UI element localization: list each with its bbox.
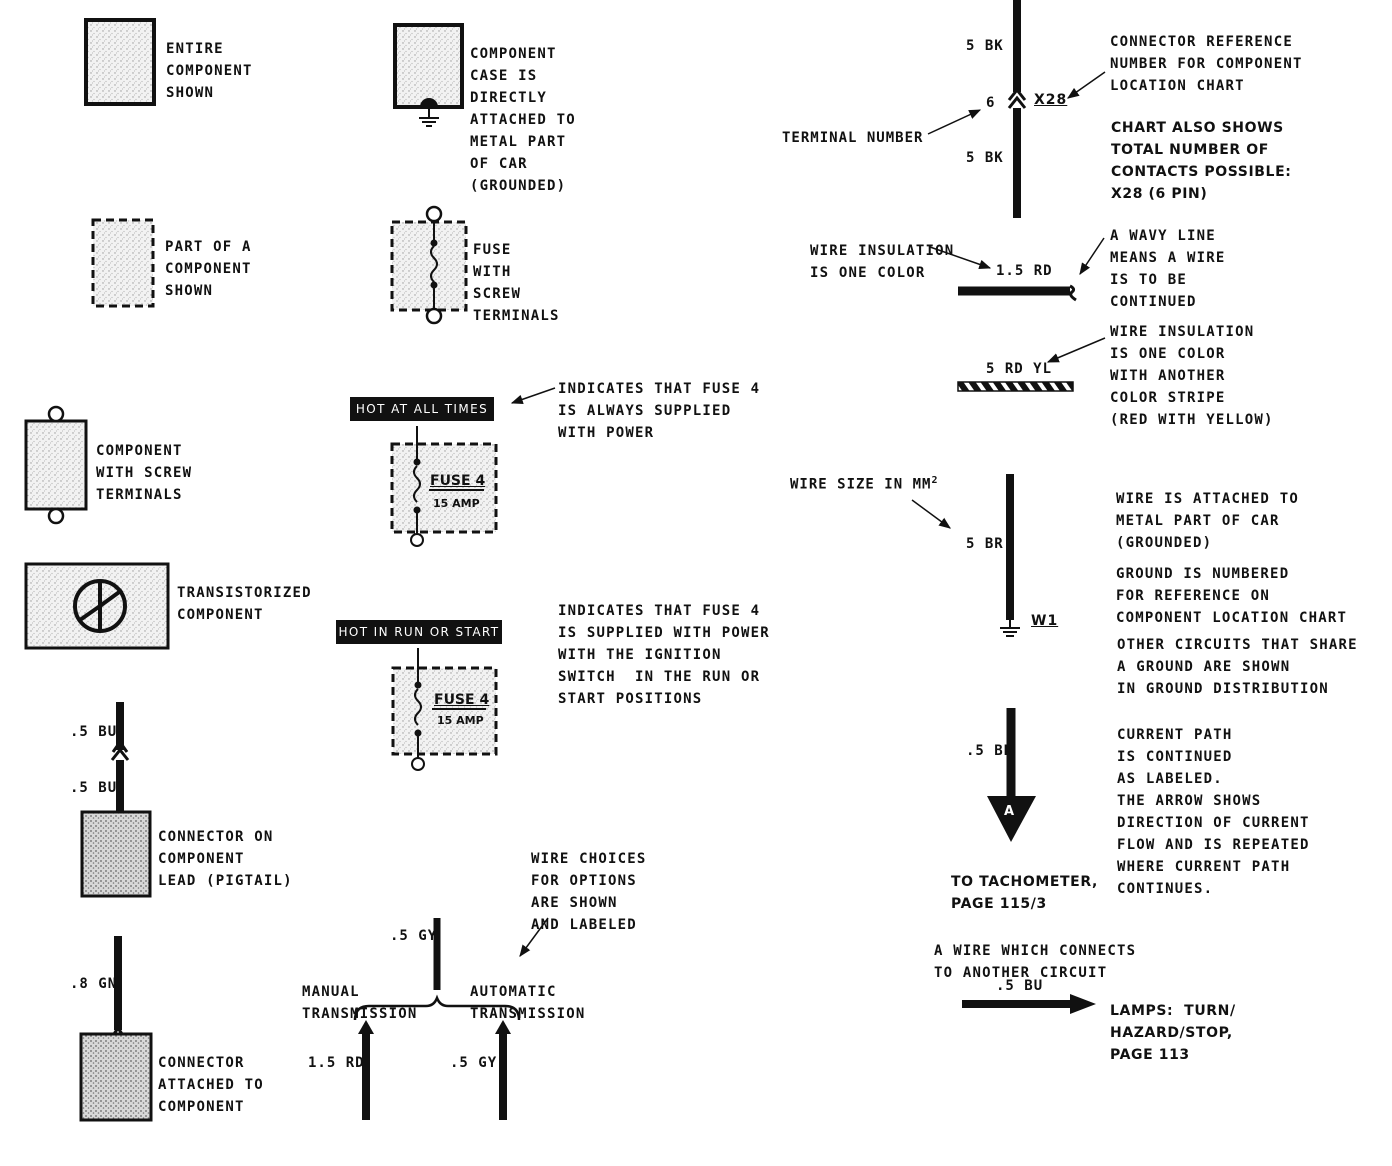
part-component-label: PART OF A COMPONENT SHOWN <box>165 239 252 299</box>
attached-connector-symbol <box>79 936 153 1122</box>
wire-one-color-desc: WIRE INSULATION IS ONE COLOR <box>810 243 955 281</box>
connector-wire-top-label: 5 BK <box>966 38 1004 54</box>
arrow-letter: A <box>1004 804 1016 819</box>
pigtail-connector-symbol <box>80 702 152 898</box>
wire-connects-desc: A WIRE WHICH CONNECTS TO ANOTHER CIRCUIT <box>934 943 1137 981</box>
connector-ref-leader <box>1067 71 1106 99</box>
fuse-4-label-bottom: FUSE 4 <box>434 692 490 708</box>
part-component-symbol <box>91 218 155 308</box>
choice-left-wire-label: 1.5 RD <box>308 1055 365 1071</box>
stripe-desc: WIRE INSULATION IS ONE COLOR WITH ANOTHE… <box>1110 324 1274 428</box>
wavy-wire-label: 1.5 RD <box>996 263 1053 279</box>
component-screw-label: COMPONENT WITH SCREW TERMINALS <box>96 443 193 503</box>
terminal-number-leader <box>927 109 982 135</box>
hot-run-start-fuse-symbol <box>391 648 498 771</box>
tachometer-label: TO TACHOMETER, PAGE 115/3 <box>951 874 1098 912</box>
manual-transmission-label: MANUAL TRANSMISSION <box>302 984 418 1022</box>
connector-reference-symbol <box>1007 0 1027 218</box>
wire-choice-symbol <box>353 918 521 1120</box>
component-screw-terminals-symbol <box>24 405 88 525</box>
connector-wire-bottom-label: 5 BK <box>966 150 1004 166</box>
ground-ref-label: W1 <box>1031 613 1059 629</box>
current-path-arrow-symbol <box>987 708 1036 842</box>
terminal-number-label: TERMINAL NUMBER <box>782 130 924 146</box>
wavy-line-leader <box>1079 237 1105 275</box>
wire-choice-desc: WIRE CHOICES FOR OPTIONS ARE SHOWN AND L… <box>531 851 647 933</box>
transistorized-component-symbol <box>24 562 170 650</box>
lamps-label: LAMPS: TURN/ HAZARD/STOP, PAGE 113 <box>1110 1003 1236 1063</box>
attached-wire-label: .8 GN <box>70 976 118 992</box>
entire-component-label: ENTIRE COMPONENT SHOWN <box>166 41 253 101</box>
transistorized-label: TRANSISTORIZED COMPONENT <box>177 585 312 623</box>
entire-component-symbol <box>84 18 156 106</box>
connector-ref-desc: CONNECTOR REFERENCE NUMBER FOR COMPONENT… <box>1110 34 1303 94</box>
connecting-wire-symbol <box>962 994 1096 1014</box>
wavy-wire-symbol <box>958 284 1077 302</box>
ground-wire-symbol <box>1000 474 1020 637</box>
choice-right-wire-label: .5 GY <box>450 1055 498 1071</box>
pigtail-label: CONNECTOR ON COMPONENT LEAD (PIGTAIL) <box>158 829 293 889</box>
fuse-screw-symbol <box>390 205 468 325</box>
hot-run-start-desc: INDICATES THAT FUSE 4 IS SUPPLIED WITH P… <box>558 603 770 707</box>
fuse-amp-label-top: 15 AMP <box>433 497 480 510</box>
automatic-transmission-label: AUTOMATIC TRANSMISSION <box>470 984 586 1022</box>
wire-choice-top-label: .5 GY <box>390 928 438 944</box>
ground-wire-label: 5 BR <box>966 536 1004 552</box>
pigtail-wire-bottom-label: .5 BU <box>70 780 118 796</box>
striped-wire-symbol <box>957 381 1074 392</box>
wavy-line-desc: A WAVY LINE MEANS A WIRE IS TO BE CONTIN… <box>1110 228 1226 310</box>
hot-all-times-banner: HOT AT ALL TIMES <box>350 397 494 421</box>
wire-choice-leader <box>519 917 549 957</box>
stripe-wire-label: 5 RD YL <box>986 361 1053 377</box>
wire-size-label: WIRE SIZE IN MM2 <box>790 475 939 493</box>
wire-one-color-leader <box>929 246 992 269</box>
current-path-desc: CURRENT PATH IS CONTINUED AS LABELED. TH… <box>1117 727 1310 897</box>
ground-share-desc: OTHER CIRCUITS THAT SHARE A GROUND ARE S… <box>1117 637 1358 697</box>
fuse-4-label-top: FUSE 4 <box>430 473 486 489</box>
arrow-wire-label: .5 BR <box>966 743 1014 759</box>
pigtail-wire-top-label: .5 BU <box>70 724 118 740</box>
wire-size-leader <box>911 499 951 529</box>
ground-desc: WIRE IS ATTACHED TO METAL PART OF CAR (G… <box>1116 491 1299 551</box>
chart-shows-desc: CHART ALSO SHOWS TOTAL NUMBER OF CONTACT… <box>1111 120 1292 202</box>
hot-all-times-leader <box>510 387 556 404</box>
fuse-amp-label-bottom: 15 AMP <box>437 714 484 727</box>
case-grounded-label: COMPONENT CASE IS DIRECTLY ATTACHED TO M… <box>470 46 576 194</box>
connector-terminal-number: 6 <box>986 95 996 111</box>
hot-all-times-desc: INDICATES THAT FUSE 4 IS ALWAYS SUPPLIED… <box>558 381 761 441</box>
lamps-wire-label: .5 BU <box>996 978 1044 994</box>
case-grounded-symbol <box>393 23 464 127</box>
fuse-screw-label: FUSE WITH SCREW TERMINALS <box>473 242 560 324</box>
stripe-leader <box>1046 337 1106 363</box>
ground-numbered-desc: GROUND IS NUMBERED FOR REFERENCE ON COMP… <box>1116 566 1348 626</box>
connector-ref-label: X28 <box>1034 92 1068 108</box>
hot-all-times-fuse-symbol <box>390 426 498 547</box>
attached-label: CONNECTOR ATTACHED TO COMPONENT <box>158 1055 264 1115</box>
hot-run-start-banner: HOT IN RUN OR START <box>336 620 502 644</box>
